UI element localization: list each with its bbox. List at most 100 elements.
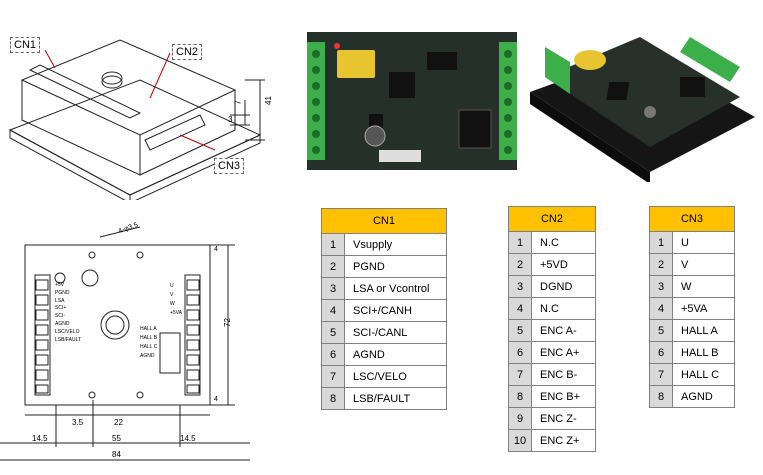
pin-signal: V: [672, 253, 735, 276]
pin-number: 1: [508, 231, 532, 254]
pin-number: 5: [508, 319, 532, 342]
pin-number: 3: [649, 275, 673, 298]
pin-signal: HALL B: [672, 341, 735, 364]
dimension-drawing: [0, 226, 250, 461]
pin-number: 5: [321, 321, 345, 344]
board-photo-top: [307, 32, 517, 170]
cn3-table-title: CN3: [649, 206, 735, 232]
board-label: +5VA: [170, 310, 182, 316]
pin-number: 9: [508, 407, 532, 430]
pin-signal: ENC A-: [531, 319, 596, 342]
pin-number: 8: [508, 385, 532, 408]
pin-number: 8: [321, 387, 345, 410]
pin-signal: ENC B+: [531, 385, 596, 408]
pin-signal: U: [672, 231, 735, 254]
pin-signal: ENC Z-: [531, 407, 596, 430]
pin-signal: AGND: [344, 343, 447, 366]
board-left-labels: +5V PGND LSA SCI+ SCI- AGND LSC/VELO LSB…: [55, 282, 81, 344]
cn2-callout: CN2: [172, 44, 203, 60]
pin-signal: HALL C: [672, 363, 735, 386]
board-label: LSC/VELO: [55, 328, 80, 335]
board-mid-labels: HALL A HALL B HALL C AGND: [140, 325, 157, 361]
pin-number: 2: [508, 253, 532, 276]
pin-number: 2: [649, 253, 673, 276]
board-label: AGND: [140, 353, 155, 359]
cn1-table-title: CN1: [321, 208, 447, 234]
dim-41: 41: [263, 96, 273, 105]
board-photo-perspective: [530, 22, 755, 184]
dim-14-5-left: 14.5: [32, 434, 48, 443]
dim-7: 7: [233, 100, 243, 105]
pin-signal: +5VD: [531, 253, 596, 276]
cn3-callout: CN3: [214, 158, 245, 174]
pin-number: 6: [649, 341, 673, 364]
table-row: 2+5VD: [508, 253, 596, 276]
pin-number: 3: [321, 277, 345, 300]
pin-number: 6: [321, 343, 345, 366]
pin-signal: +5VA: [672, 297, 735, 320]
pin-number: 6: [508, 341, 532, 364]
dim-3-5: 3.5: [72, 418, 84, 427]
board-right-labels: U V W +5VA: [170, 282, 182, 318]
pin-number: 3: [508, 275, 532, 298]
dim-55: 55: [112, 434, 121, 443]
pin-signal: DGND: [531, 275, 596, 298]
cn1-callout: CN1: [10, 37, 41, 53]
dim-14-5-right: 14.5: [180, 434, 196, 443]
pin-number: 5: [649, 319, 673, 342]
pin-signal: LSC/VELO: [344, 365, 447, 388]
dim-22: 22: [114, 418, 123, 427]
board-photo-graphic: [307, 32, 517, 170]
pin-number: 8: [649, 385, 673, 408]
pin-number: 4: [321, 299, 345, 322]
pin-signal: ENC A+: [531, 341, 596, 364]
pin-signal: PGND: [344, 255, 447, 278]
pin-number: 7: [649, 363, 673, 386]
pin-number: 10: [508, 429, 532, 452]
dim-4-bot: 4: [214, 396, 218, 403]
dim-3: 3: [228, 115, 233, 124]
pin-signal: ENC B-: [531, 363, 596, 386]
board-label: PGND: [55, 289, 70, 296]
pin-signal: ENC Z+: [531, 429, 596, 452]
board-label: U: [170, 283, 174, 289]
pin-number: 1: [321, 233, 345, 256]
pin-signal: Vsupply: [344, 233, 447, 256]
pin-number: 1: [649, 231, 673, 254]
board-label: SCI+: [55, 305, 67, 312]
dim-4-top: 4: [214, 246, 218, 253]
board-label: HALL A: [140, 326, 157, 332]
pin-number: 2: [321, 255, 345, 278]
board-label: W: [170, 301, 175, 307]
table-row: 4+5VA: [649, 297, 735, 320]
board-perspective-graphic: [530, 37, 755, 184]
board-label: V: [170, 292, 174, 298]
pin-number: 7: [321, 365, 345, 388]
pin-number: 7: [508, 363, 532, 386]
pin-signal: LSB/FAULT: [344, 387, 447, 410]
board-label: SCI-: [55, 313, 65, 320]
pin-signal: SCI+/CANH: [344, 299, 447, 322]
board-label: +5V: [55, 282, 65, 288]
